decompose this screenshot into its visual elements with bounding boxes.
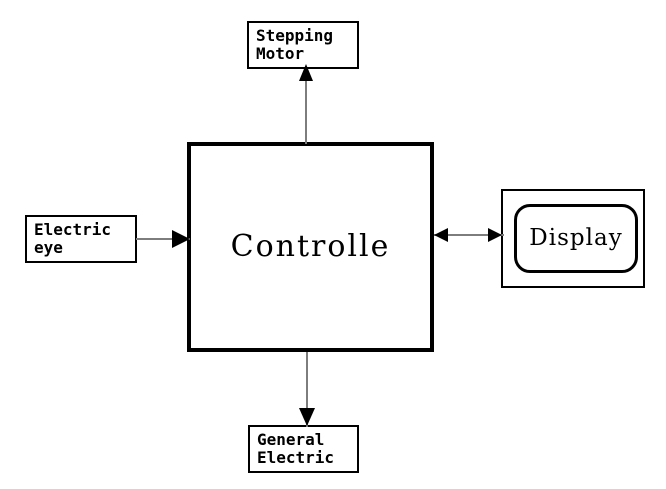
node-electric-eye-label: Electric eye xyxy=(34,220,112,257)
arrow-left-icon xyxy=(434,228,448,242)
arrow-up-icon xyxy=(299,64,313,81)
edge-controller-to-general-electric-line xyxy=(306,352,308,427)
node-stepping-motor-label: Stepping Motor xyxy=(256,26,334,63)
node-controller[interactable]: Controlle xyxy=(187,142,434,352)
edge-controller-to-stepping-motor-line xyxy=(305,68,307,144)
node-electric-eye[interactable]: Electric eye xyxy=(25,215,137,263)
arrow-right-icon xyxy=(488,228,502,242)
node-display-screen[interactable]: Display xyxy=(514,204,638,273)
edge-electric-eye-to-controller-line xyxy=(136,238,190,240)
node-display-label: Display xyxy=(529,224,623,251)
node-stepping-motor[interactable]: Stepping Motor xyxy=(247,21,359,69)
node-general-electric[interactable]: General Electric xyxy=(248,425,359,473)
edge-controller-to-display-line xyxy=(434,234,504,236)
node-general-electric-label: General Electric xyxy=(257,430,335,467)
node-controller-label: Controlle xyxy=(230,229,391,265)
arrow-down-icon xyxy=(299,408,315,426)
arrow-right-icon xyxy=(172,230,190,248)
